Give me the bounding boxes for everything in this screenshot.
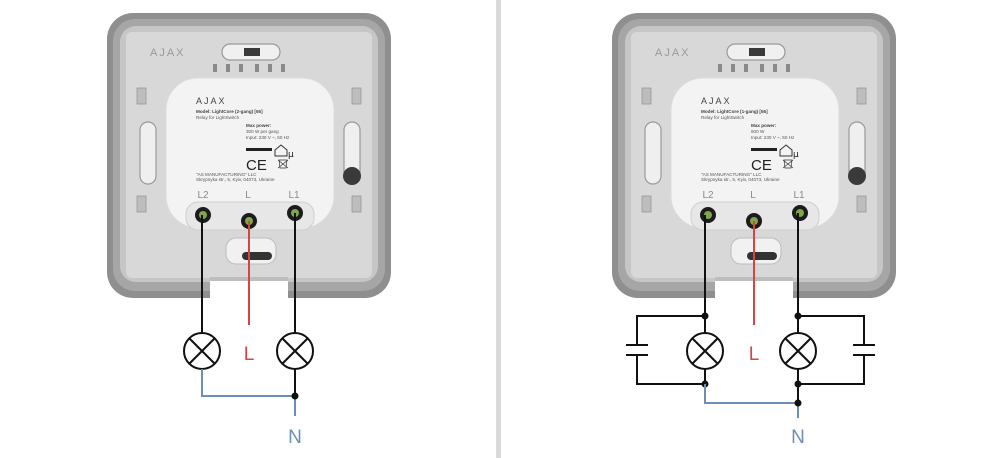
live-label: L (244, 344, 255, 365)
top-slot-hole (749, 48, 765, 56)
lamp-icon (276, 332, 314, 370)
weee-bin-icon (782, 159, 794, 169)
vent (718, 64, 722, 72)
side-clip (856, 195, 867, 213)
side-clip (641, 195, 652, 213)
model-text: Model: LightCore (1-gang) [55] (701, 109, 768, 114)
vent (773, 64, 777, 72)
right-panel: AJAX AJAX Model: LightCore (1-gang) [55]… (612, 13, 896, 448)
lamp-icon (183, 332, 221, 370)
side-clip (856, 87, 867, 105)
vent (281, 64, 285, 72)
vent (226, 64, 230, 72)
side-clip (641, 87, 652, 105)
cable-channel (225, 237, 277, 265)
indoor-icon (274, 144, 288, 157)
vent (760, 64, 764, 72)
cable-clip (242, 252, 272, 260)
strip-gauge (751, 148, 777, 151)
vent (255, 64, 259, 72)
max-power-value: 600 W (751, 129, 765, 134)
bypass-wire-left (636, 315, 705, 345)
frame-logo: AJAX (150, 47, 186, 59)
side-clip (351, 87, 362, 105)
neutral-label: N (791, 427, 805, 448)
top-slot-hole (244, 48, 260, 56)
vent (239, 64, 243, 72)
mu-mark: μ (793, 150, 799, 160)
vent (213, 64, 217, 72)
subtitle-text: Relay for LightSwitch (701, 115, 745, 120)
bypass-wire-right (798, 315, 865, 345)
frame-logo: AJAX (655, 47, 691, 59)
screw-slot (139, 121, 157, 185)
wire-neutral (704, 384, 798, 404)
junction (794, 399, 802, 407)
mu-mark: μ (288, 150, 294, 160)
ce-mark: CE (751, 157, 772, 174)
manufacturer-address: Skrypnyka str., 5, Kyiv, 04073, Ukraine (701, 177, 780, 182)
cable-channel (730, 237, 782, 265)
terminal-label-l: L (245, 190, 251, 201)
junction (701, 312, 709, 320)
manufacturer-text: "AS MANUFACTURING" LLC (701, 172, 762, 177)
terminal-label-l2: L2 (197, 190, 209, 201)
capacitor-icon (853, 344, 875, 356)
ce-mark: CE (246, 157, 267, 174)
bypass-wire-right-low (798, 355, 865, 385)
vent (731, 64, 735, 72)
max-power-value: 300 W per gang (246, 129, 279, 134)
junction (794, 312, 802, 320)
input-text: Input: 230 V ~, 50 Hz (751, 135, 795, 140)
vent (744, 64, 748, 72)
manufacturer-text: "AS MANUFACTURING" LLC (196, 172, 257, 177)
side-clip (351, 195, 362, 213)
terminal-label-l2: L2 (702, 190, 714, 201)
neutral-label: N (288, 427, 302, 448)
vent (268, 64, 272, 72)
terminal-label-l1: L1 (793, 190, 805, 201)
side-clip (136, 195, 147, 213)
cable-clip (747, 252, 777, 260)
module-logo: AJAX (196, 96, 227, 106)
strip-gauge (246, 148, 272, 151)
terminal-label-l1: L1 (288, 190, 300, 201)
indoor-icon (779, 144, 793, 157)
side-clip (136, 87, 147, 105)
max-power-label: Max power: (751, 123, 777, 128)
module-logo: AJAX (701, 96, 732, 106)
panel-divider (496, 0, 501, 458)
live-label: L (749, 344, 760, 365)
input-text: Input: 230 V ~, 50 Hz (246, 135, 290, 140)
lamp-icon (686, 332, 724, 370)
junction (291, 392, 299, 400)
subtitle-text: Relay for LightSwitch (196, 115, 240, 120)
terminal-label-l: L (750, 190, 756, 201)
screw-head (848, 167, 866, 185)
vent (786, 64, 790, 72)
screw-slot (644, 121, 662, 185)
manufacturer-address: Skrypnyka str., 5, Kyiv, 04073, Ukraine (196, 177, 275, 182)
model-text: Model: LightCore (2-gang) [55] (196, 109, 263, 114)
weee-bin-icon (277, 159, 289, 169)
screw-head (343, 167, 361, 185)
bypass-wire-left-low (636, 355, 705, 385)
wire-neutral (201, 369, 295, 397)
capacitor-icon (626, 344, 648, 356)
lamp-icon (779, 332, 817, 370)
max-power-label: Max power: (246, 123, 272, 128)
left-panel: AJAX AJAX Model: LightCore (2-gang) [55]… (107, 13, 391, 448)
